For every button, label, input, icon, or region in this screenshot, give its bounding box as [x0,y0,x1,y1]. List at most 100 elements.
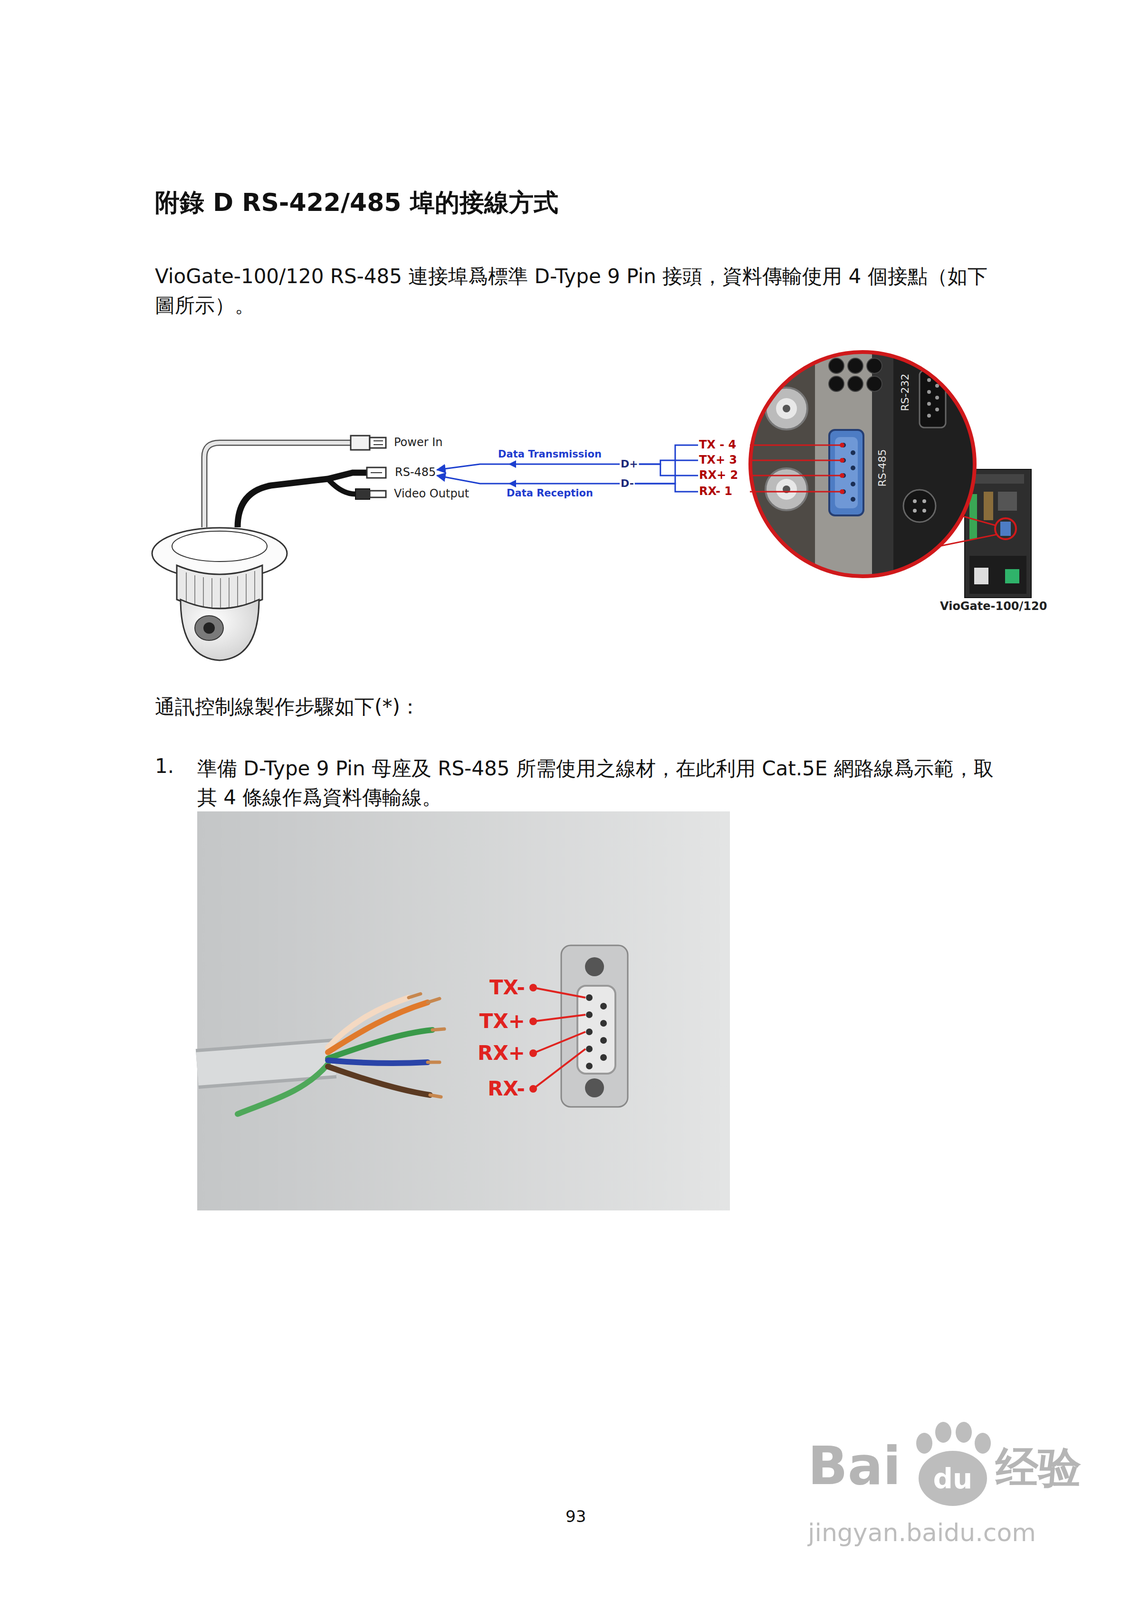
body-paragraph: VioGate-100/120 RS-485 連接埠爲標準 D-Type 9 P… [154,262,997,321]
cable-photo [600,1003,607,1010]
dome-camera [350,435,370,451]
cable-photo [585,1045,593,1053]
node-text: RS-485 [394,466,436,480]
cable-photo [584,957,604,977]
pin-leader [749,491,841,493]
port-photo [850,481,856,487]
watermark-paw [935,1422,952,1444]
watermark-paw [916,1433,933,1455]
dome-camera [355,488,370,500]
port-photo [927,402,931,406]
cable-photo [600,1054,607,1062]
cable-photo [600,1020,607,1027]
port-photo [927,413,931,418]
dome-camera [370,472,383,474]
device-photo [959,515,996,526]
cable-photo [327,1066,431,1096]
cable-photo [585,1063,593,1070]
port-photo [814,350,873,579]
pin-leader [839,442,845,448]
port-label: Video Output [393,487,470,501]
device-photo [974,567,989,585]
panel-port-label: RS-232 [899,373,912,412]
port-photo [927,378,931,383]
device-photo [971,474,1025,484]
port-photo [919,370,946,428]
watermark-paw [974,1433,991,1455]
body-paragraph: 通訊控制線製作步驟如下(*)： [154,695,421,719]
port-photo [903,489,936,523]
cable-photo [585,1028,593,1036]
pin-leader [749,475,841,477]
cable-photo [577,986,616,1074]
port-photo [850,497,856,502]
port-photo [935,407,940,412]
dome-camera [180,599,259,661]
cable-photo [197,811,730,1211]
photo-pin-leader [533,1049,586,1090]
cable-photo [585,994,593,1002]
port-photo [828,358,844,374]
photo-pin-leader [533,1032,586,1054]
cable-photo [197,1058,336,1070]
device-photo [995,518,1016,540]
port-photo [935,383,940,388]
body-paragraph: 準備 D-Type 9 Pin 母座及 RS-485 所需使用之線材，在此利用 … [197,754,1006,813]
pin-label: RX- [487,1077,526,1102]
device-photo [983,491,994,521]
signal-wire [634,445,699,484]
port-photo [834,437,858,509]
pin-leader [749,444,841,447]
signal-node: D+ [619,458,640,470]
dome-camera [176,565,263,609]
edge-label: Data Reception [504,487,595,500]
edge-label: Data Transmission [496,448,604,461]
port-photo [776,398,797,420]
port-photo [850,465,856,471]
node-text: TX - 4 [699,438,737,452]
port-photo [847,376,863,392]
photo-pin-leader [533,987,586,998]
dome-camera [152,527,288,580]
photo-pin-leader [533,1015,586,1022]
node-text: TX+ 3 [699,453,738,468]
cable-photo [197,1058,336,1070]
device-photo [997,491,1017,511]
page-number: 93 [565,1507,586,1527]
port-photo [765,387,808,430]
port-photo [912,499,917,504]
watermark: 经验 [995,1442,1082,1494]
device-photo [969,494,978,540]
pin-leader [749,442,845,495]
magnifier-circle [750,352,975,577]
dome-camera [194,615,224,641]
device-photo [1000,521,1011,537]
port-photo [748,350,977,579]
pin-leader [839,458,845,463]
signal-node: D- [619,477,635,490]
port-photo [912,508,917,513]
cable-photo [584,1078,604,1098]
panel-port-label: RS-485 [876,449,889,487]
cable-photo [237,1064,328,1115]
device-photo [1005,569,1020,584]
cable-photo [327,1030,433,1059]
dome-camera [373,444,384,446]
port-photo [922,508,927,513]
dome-camera [369,490,386,498]
cable-photo [327,997,409,1048]
node-text: D- [620,477,634,490]
cable-photo [327,1060,428,1064]
cable-photo [197,811,730,1211]
signal-wire [436,475,620,484]
flow-arrow [508,479,517,488]
dome-camera [366,467,386,479]
magnifier-circle [750,352,975,577]
dome-camera [373,440,384,442]
port-photo [847,358,863,374]
dome-camera [369,437,386,449]
pin-label: RX+ 2 [698,469,739,483]
node-text: RX+ 2 [699,469,739,483]
device-photo [964,469,1032,598]
